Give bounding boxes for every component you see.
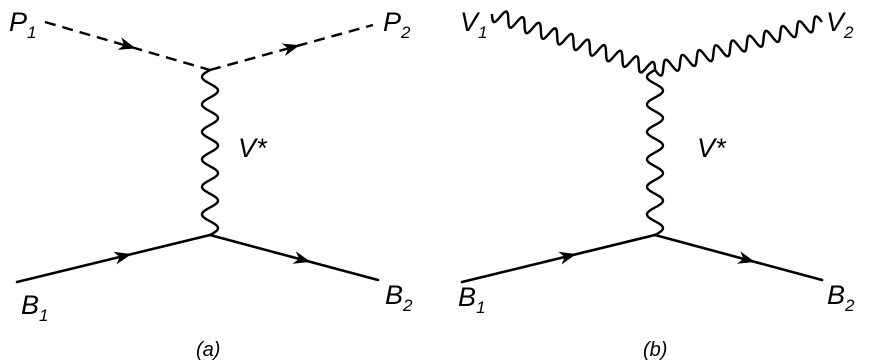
- fermion-line-b1-b: [460, 233, 657, 284]
- label-top-right-b: V2: [826, 7, 854, 42]
- arrow-b2-b: [737, 251, 756, 264]
- arrow-b1-b: [558, 251, 577, 265]
- label-bottom-right-b: B2: [827, 280, 855, 315]
- photon-line-v2: [654, 15, 823, 77]
- arrow-b1-a: [113, 251, 132, 265]
- scalar-line-p2: [209, 23, 374, 72]
- scalar-line-p1: [44, 20, 211, 72]
- fermion-line-b2-b: [653, 233, 824, 282]
- label-top-left-b: V1: [460, 7, 487, 42]
- caption-a: (a): [196, 339, 220, 361]
- label-bottom-left-a: B1: [21, 290, 48, 325]
- arrow-p1: [117, 37, 136, 50]
- diagram-b: V1 V2 V* B1 B2 (b): [458, 7, 855, 361]
- label-bottom-left-b: B1: [458, 282, 485, 317]
- arrow-b2-a: [292, 251, 311, 264]
- label-propagator-b: V*: [697, 133, 727, 163]
- label-bottom-right-a: B2: [385, 280, 413, 315]
- diagram-a: P1 P2 V* B1 B2 (a): [9, 7, 413, 361]
- arrow-p2: [281, 43, 300, 56]
- photon-line-v1: [490, 10, 657, 74]
- fermion-line-b2-a: [208, 233, 380, 282]
- propagator-photon-a: [200, 68, 220, 237]
- fermion-line-b1-a: [15, 233, 212, 284]
- caption-b: (b): [643, 339, 667, 361]
- label-top-right-a: P2: [383, 7, 411, 42]
- label-top-left-a: P1: [9, 7, 36, 42]
- propagator-photon-b: [645, 68, 665, 237]
- label-propagator-a: V*: [238, 133, 268, 163]
